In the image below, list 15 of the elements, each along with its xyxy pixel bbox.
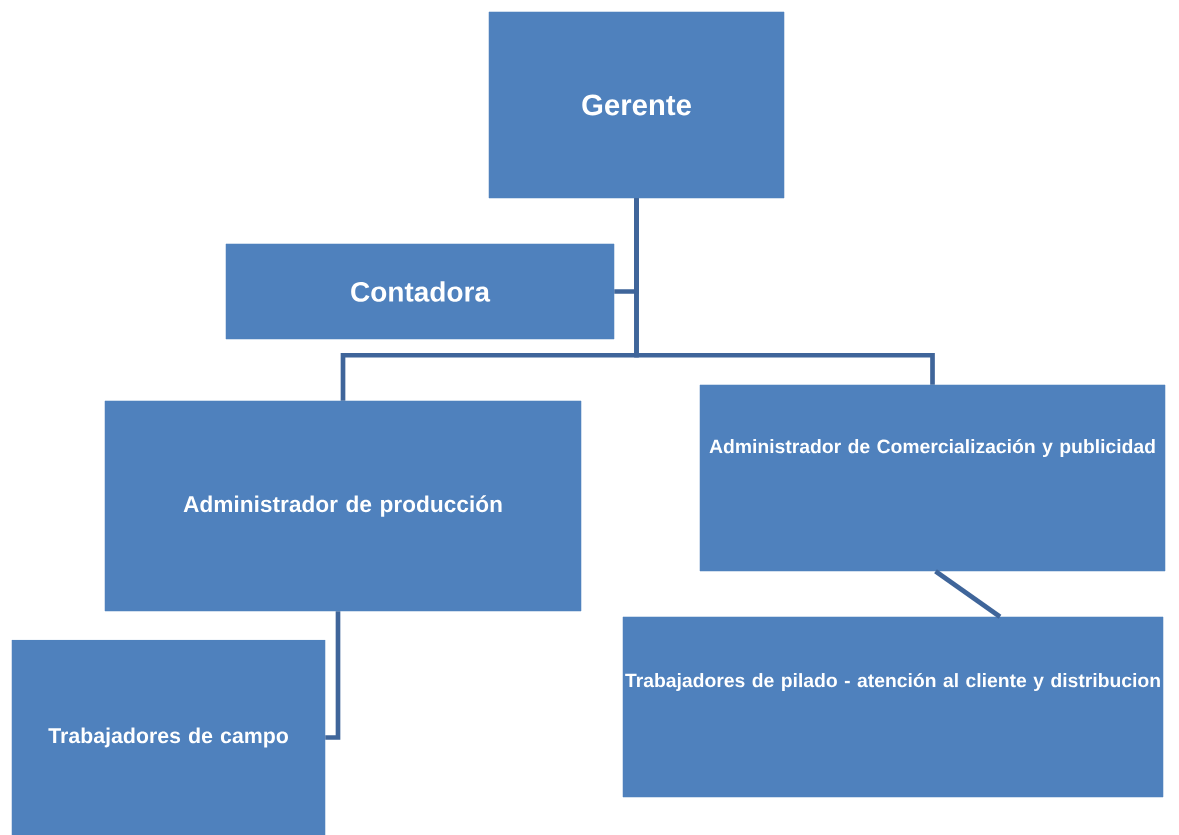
connector-line [934,569,1002,619]
org-box [699,384,1166,572]
box-label: Contadora [351,281,491,302]
box-label: Trabajadores de pilado - atención al cliente y distribucion [625,672,1160,692]
box-label: Administrador de producción [183,495,502,517]
box-label: Trabajadores de campo [48,727,288,748]
org-box [225,243,615,340]
box-label: Gerente [582,94,691,116]
org-box [488,11,785,199]
connector-line [634,198,935,385]
org-box [11,639,326,835]
box-label: Administrador de Comercialización y publicidad [709,438,1155,458]
connector-line [325,611,341,740]
org-box [622,616,1164,798]
org-box [104,400,582,612]
